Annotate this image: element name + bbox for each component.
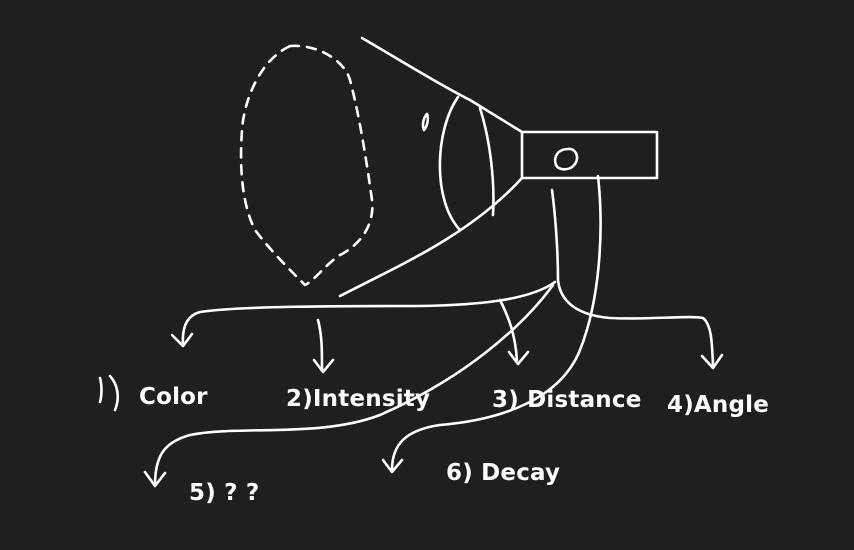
- label-intensity: 2)Intensity: [286, 386, 431, 412]
- label-color: Color: [139, 384, 208, 410]
- arrowhead-unknown: [143, 470, 167, 488]
- arrowhead-decay: [381, 458, 404, 474]
- light-source-box: [520, 130, 659, 180]
- paren-mark: [108, 374, 120, 412]
- label-angle: 4)Angle: [667, 392, 770, 418]
- arrow-color: [181, 280, 557, 347]
- arrow-unknown: [153, 283, 555, 487]
- arrow-decay: [390, 174, 602, 472]
- arrowhead-color: [170, 332, 194, 348]
- arrow-distance: [498, 298, 519, 362]
- number-one-mark: [98, 376, 103, 404]
- arrowhead-distance: [507, 350, 530, 366]
- illuminated-area-outline: [239, 44, 374, 287]
- arrow-intensity: [316, 318, 324, 372]
- angle-mark: [421, 112, 430, 132]
- cone-outer-arc: [438, 95, 462, 232]
- label-distance: 3) Distance: [492, 387, 642, 413]
- cone-inner-arc: [478, 106, 495, 217]
- arrowhead-angle: [700, 353, 724, 370]
- label-decay: 6) Decay: [446, 460, 561, 486]
- cone-lower-edge: [338, 176, 524, 298]
- trunk-line: [550, 188, 715, 367]
- bulb-icon: [553, 147, 579, 171]
- label-unknown: 5) ? ?: [189, 480, 260, 506]
- arrowhead-intensity: [312, 358, 335, 374]
- cone-upper-edge: [360, 36, 524, 134]
